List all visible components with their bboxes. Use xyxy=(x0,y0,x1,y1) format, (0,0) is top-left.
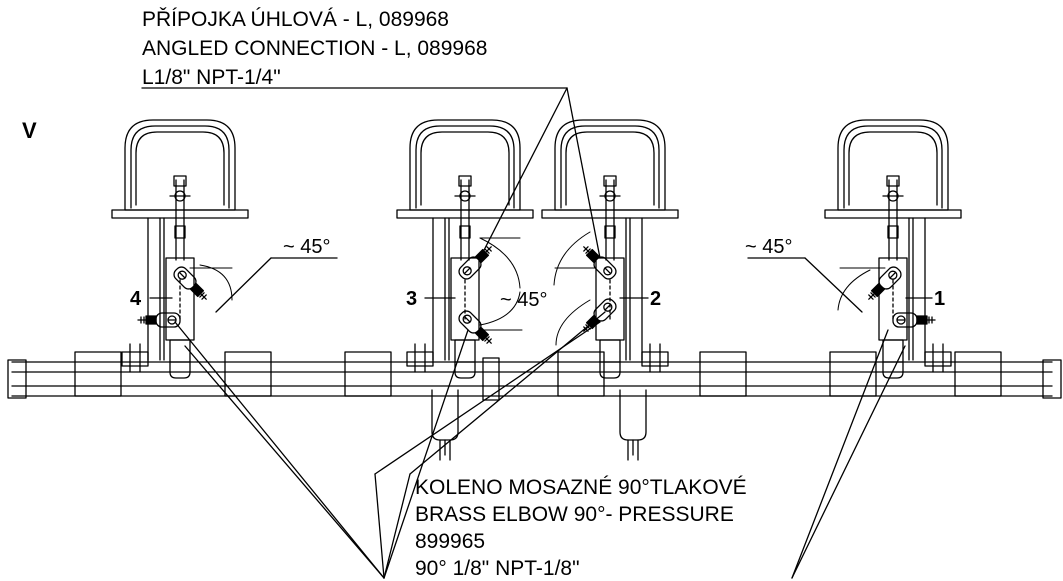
top-callout-line-cz: PŘÍPOJKA ÚHLOVÁ - L, 089968 xyxy=(142,8,449,31)
unit-number-4: 4 xyxy=(130,288,142,310)
brass-elbow-fitting xyxy=(455,307,497,349)
brass-elbow-fitting xyxy=(578,295,620,337)
view-label: V xyxy=(22,118,37,143)
top-callout-line-spec: L1/8" NPT-1/4" xyxy=(142,66,281,89)
angled-connection-fitting xyxy=(455,241,497,283)
bottom-callout-leader xyxy=(174,311,906,579)
unit-number-1: 1 xyxy=(934,288,945,310)
angle-arc xyxy=(189,231,886,346)
angle-label-right: ~ 45° xyxy=(745,236,792,258)
unit-4-assembly xyxy=(111,119,249,379)
unit-1-assembly xyxy=(824,119,962,379)
bottom-callout-line-cz: KOLENO MOSAZNÉ 90°TLAKOVÉ xyxy=(415,476,747,499)
brass-elbow-fitting xyxy=(892,312,936,328)
angled-connection-fitting xyxy=(170,263,212,305)
angle-label-left: ~ 45° xyxy=(283,236,330,258)
bottom-callout-line-en: BRASS ELBOW 90°- PRESSURE xyxy=(415,503,734,526)
bottom-callout-line-code: 899965 xyxy=(415,530,485,553)
bottom-callout-line-spec: 90° 1/8" NPT-1/8" xyxy=(415,557,580,580)
unit-2-assembly xyxy=(541,119,679,379)
angle-label-leader xyxy=(215,257,863,313)
main-tube xyxy=(7,351,1062,401)
tine xyxy=(619,389,647,461)
unit-number-3: 3 xyxy=(406,288,417,310)
angle-label-center: ~ 45° xyxy=(500,289,547,311)
top-callout-line-en: ANGLED CONNECTION - L, 089968 xyxy=(142,37,487,60)
top-callout-leader xyxy=(141,87,601,259)
unit-number-2: 2 xyxy=(650,288,661,310)
brass-elbow-fitting xyxy=(137,312,181,328)
